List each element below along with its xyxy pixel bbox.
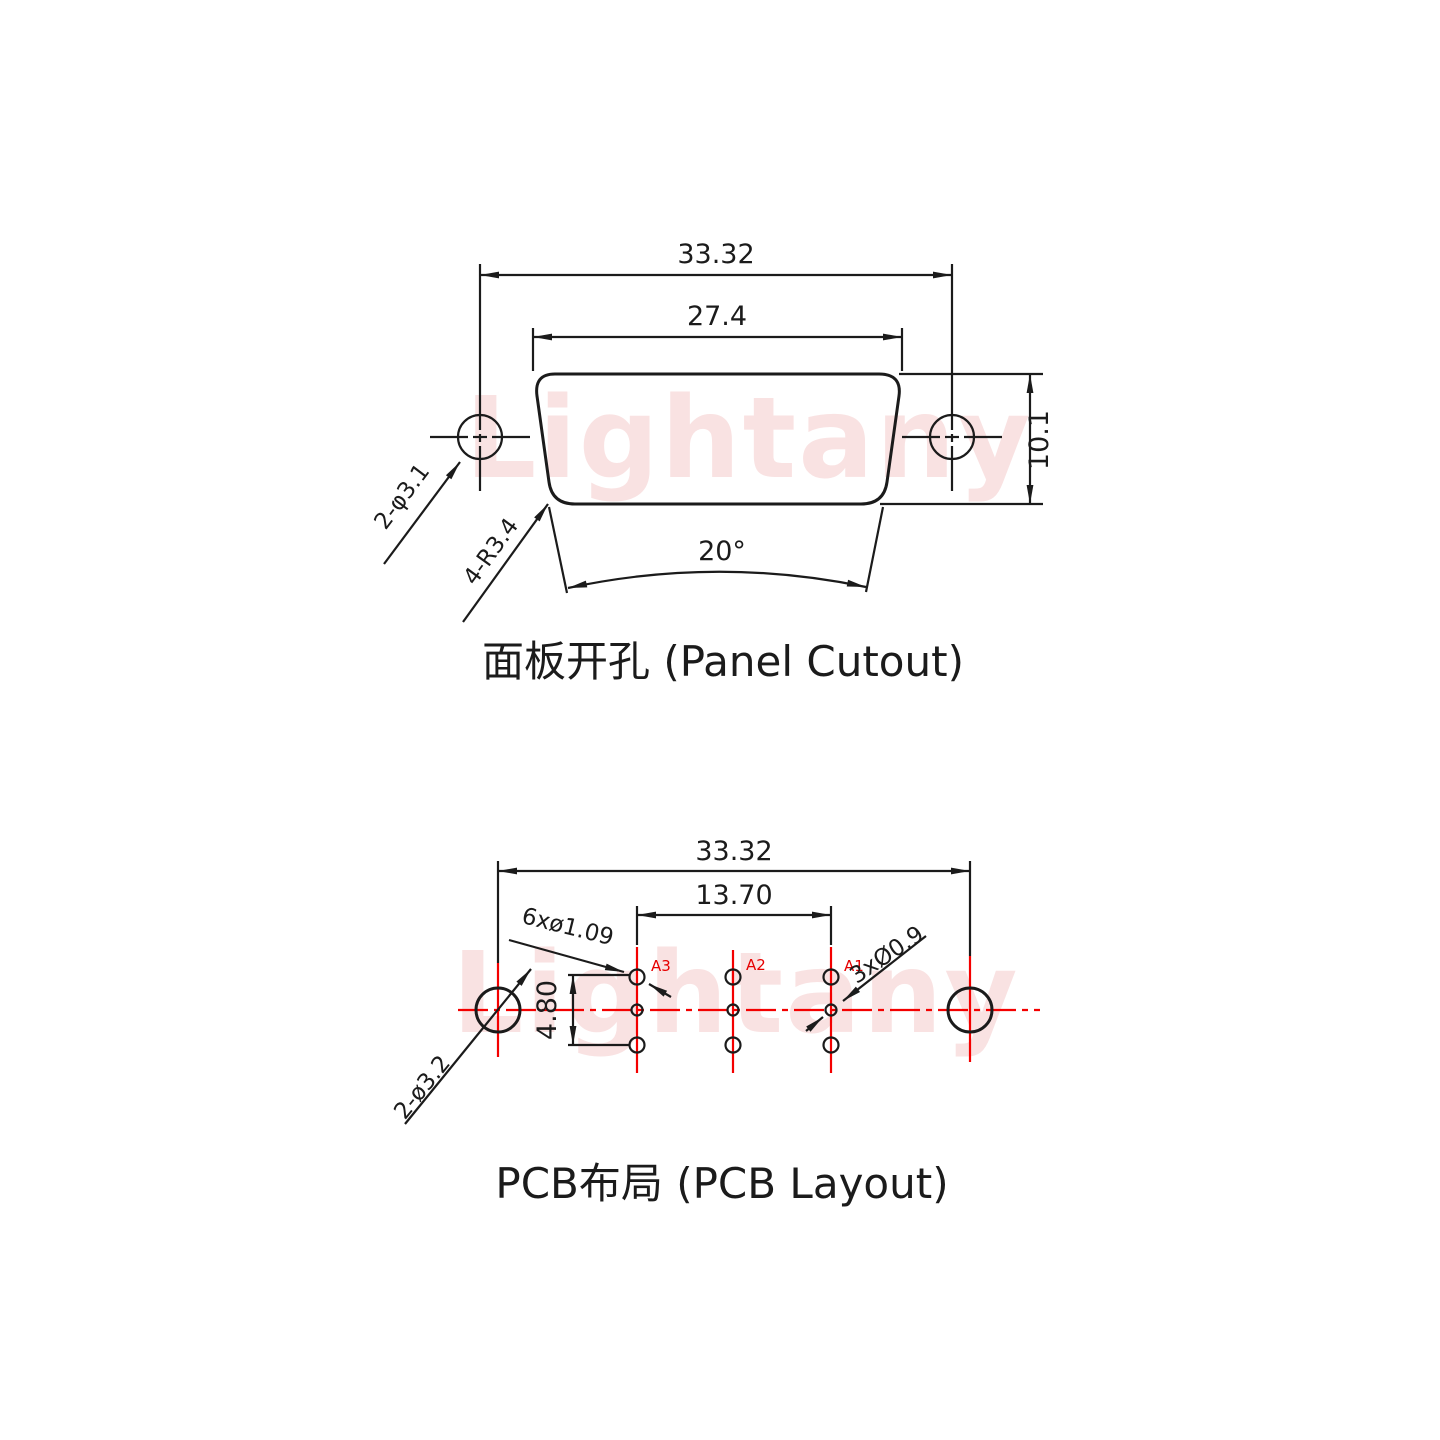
pcb-callout-coax-holes-value: 3xØ0.9 — [845, 921, 928, 989]
panel-dim-overall-width-value: 33.32 — [677, 239, 754, 270]
panel-dim-side-angle-value: 20° — [698, 536, 746, 567]
pcb-dim-outer-pin-span: 13.70 — [635, 880, 833, 945]
panel-cutout-title: 面板开孔 (Panel Cutout) — [482, 637, 964, 686]
panel-cutout-diagram: 33.32 27.4 — [370, 239, 1055, 686]
panel-dim-body-width: 27.4 — [531, 301, 904, 371]
pin-label-a1: A1 — [844, 957, 864, 975]
pcb-dim-row-span-value: 4.80 — [532, 980, 563, 1040]
pcb-dim-overall-width-value: 33.32 — [695, 836, 772, 867]
pcb-layout-title: PCB布局 (PCB Layout) — [495, 1159, 948, 1208]
pcb-layout-diagram: 33.32 13.70 — [389, 836, 1040, 1208]
pcb-pin-holes-middle-row — [630, 1003, 838, 1017]
pcb-dim-row-span: 4.80 — [532, 973, 629, 1047]
pin-label-a2: A2 — [746, 956, 766, 974]
watermark-text-top: Lightany — [465, 374, 1033, 504]
panel-callout-mount-holes: 2-φ3.1 — [370, 459, 461, 565]
panel-callout-mount-holes-value: 2-φ3.1 — [370, 459, 436, 534]
watermark-text-bottom: Lightany — [452, 929, 1020, 1059]
pcb-mount-hole-right — [946, 986, 994, 1034]
panel-dim-body-width-value: 27.4 — [687, 301, 747, 332]
panel-mount-hole-left — [430, 264, 530, 491]
pin-label-a3: A3 — [651, 957, 671, 975]
panel-dim-side-angle: 20° — [547, 506, 885, 594]
panel-dim-height-value: 10.1 — [1024, 410, 1055, 470]
dsub-body-outline — [535, 372, 901, 506]
panel-mount-hole-right — [902, 264, 1002, 491]
pcb-dim-outer-pin-span-value: 13.70 — [695, 880, 772, 911]
pcb-pin-holes-top-row — [628, 968, 840, 986]
pcb-callout-signal-holes-value: 6xø1.09 — [519, 903, 616, 951]
panel-callout-corner-radius: 4-R3.4 — [459, 503, 549, 623]
panel-dim-height: 10.1 — [880, 372, 1055, 506]
pcb-dim-overall-width: 33.32 — [496, 836, 972, 963]
pcb-mount-hole-left — [474, 986, 522, 1034]
pcb-pin-holes-bottom-row — [628, 1036, 840, 1054]
panel-dim-overall-width: 33.32 — [480, 239, 952, 279]
pcb-callout-mount-holes-value: 2-ø3.2 — [389, 1051, 456, 1125]
